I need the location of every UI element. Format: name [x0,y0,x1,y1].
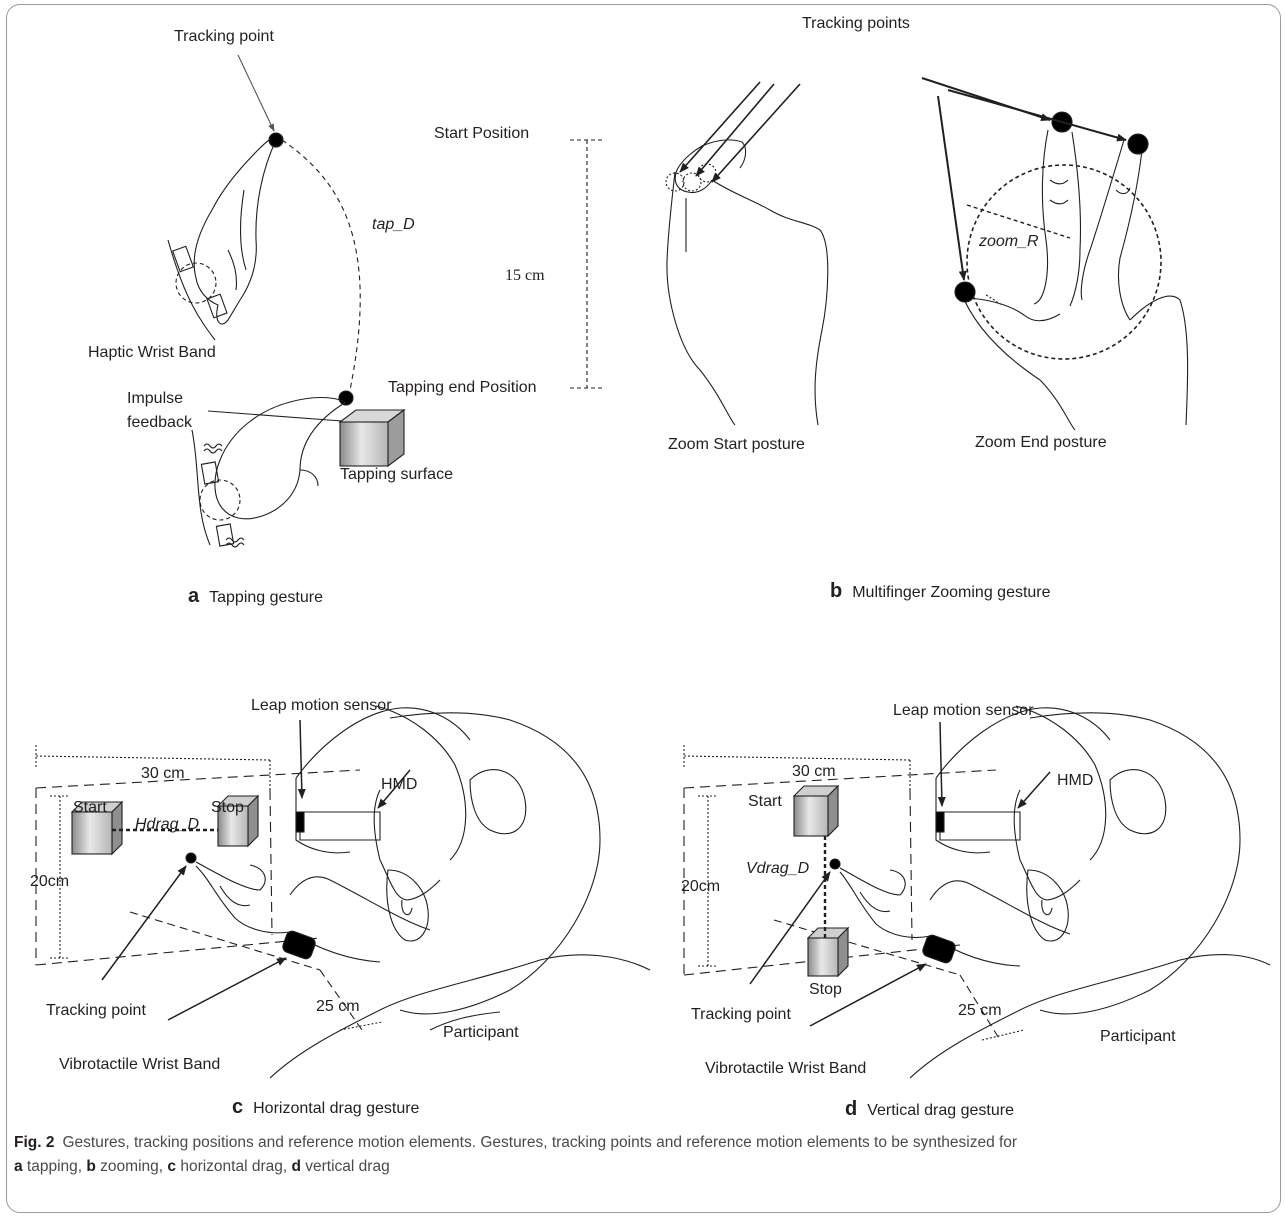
zoom-start-posture-label: Zoom Start posture [668,436,805,454]
hmd-label: HMD [1057,772,1093,790]
tracking-point-label: Tracking point [46,1002,146,1020]
vdrag-distance-label: Vdrag_D [746,860,809,878]
stop-label: Stop [211,799,244,817]
panel-d-title: Vertical drag gesture [867,1102,1014,1119]
feedback-label: feedback [127,414,192,432]
panel-c-drawing [36,706,650,1078]
width-label: 30 cm [792,763,836,781]
caption-letter-a: a [14,1158,23,1175]
panel-c-caption: c Horizontal drag gesture [232,1096,419,1119]
depth-label: 25 cm [958,1002,1002,1020]
panel-b-letter: b [830,580,842,602]
panel-a-title: Tapping gesture [209,589,323,606]
figure-caption: Fig. 2 Gestures, tracking positions and r… [14,1131,1274,1179]
tap-distance-label: tap_D [372,216,415,234]
start-label: Start [748,793,782,811]
hdrag-distance-label: Hdrag_D [135,816,199,834]
panel-a-caption: a Tapping gesture [188,585,323,608]
caption-text-b: zooming, [96,1158,168,1175]
zoom-end-posture-label: Zoom End posture [975,434,1107,452]
depth-label: 25 cm [316,998,360,1016]
vibrotactile-wrist-band-label: Vibrotactile Wrist Band [59,1056,220,1074]
tracking-points-label: Tracking points [802,15,910,33]
tapping-surface-label: Tapping surface [340,466,453,484]
impulse-label: Impulse [127,390,183,408]
caption-letter-c: c [167,1158,176,1175]
caption-text: Gestures, tracking positions and referen… [62,1134,1017,1151]
caption-text-c: horizontal drag, [176,1158,291,1175]
panel-a-letter: a [188,585,199,607]
panel-d-caption: d Vertical drag gesture [845,1098,1014,1121]
panel-c-title: Horizontal drag gesture [253,1100,419,1117]
panel-b-caption: b Multifinger Zooming gesture [830,580,1051,603]
hmd-label: HMD [381,776,417,794]
vibrotactile-wrist-band-label: Vibrotactile Wrist Band [705,1060,866,1078]
distance-label: 15 cm [505,267,545,285]
zoom-radius-label: zoom_R [979,233,1039,251]
participant-label: Participant [443,1024,519,1042]
haptic-wrist-band-label: Haptic Wrist Band [88,344,216,362]
leap-motion-sensor-label: Leap motion sensor [893,702,1034,720]
panel-b-drawing [666,78,1188,430]
start-label: Start [73,799,107,817]
caption-text-a: tapping, [23,1158,87,1175]
leap-motion-sensor-label: Leap motion sensor [251,697,392,715]
height-label: 20cm [30,873,69,891]
participant-label: Participant [1100,1028,1176,1046]
caption-text-d: vertical drag [301,1158,390,1175]
figure-number: Fig. 2 [14,1134,54,1151]
panel-b-title: Multifinger Zooming gesture [852,584,1050,601]
stop-label: Stop [809,981,842,999]
tracking-point-label: Tracking point [691,1006,791,1024]
panel-d-letter: d [845,1098,857,1120]
height-label: 20cm [681,878,720,896]
tracking-point-label: Tracking point [174,28,274,46]
width-label: 30 cm [141,765,185,783]
tapping-end-position-label: Tapping end Position [388,379,537,397]
panel-c-letter: c [232,1096,243,1118]
caption-letter-d: d [291,1158,300,1175]
start-position-label: Start Position [434,125,529,143]
caption-letter-b: b [86,1158,95,1175]
